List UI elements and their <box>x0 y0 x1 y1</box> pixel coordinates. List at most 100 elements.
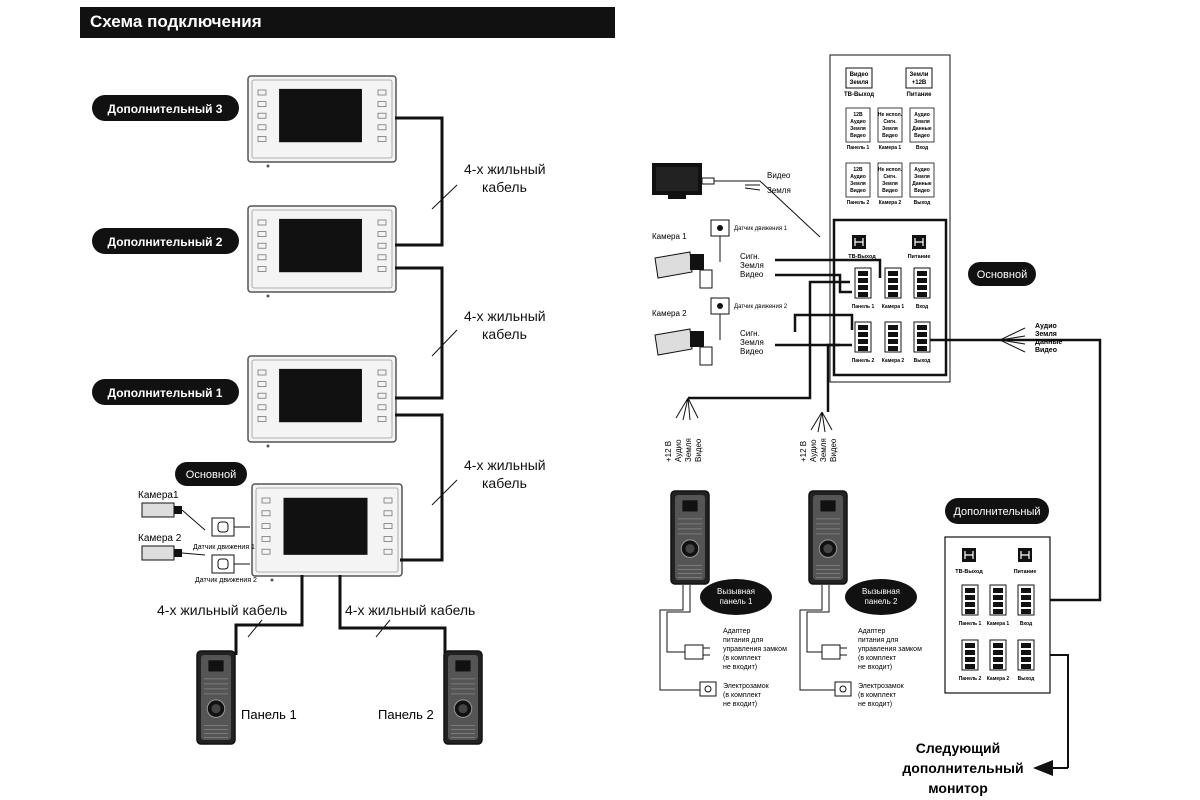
svg-text:Камера 2: Камера 2 <box>138 533 182 544</box>
svg-text:Панель 2: Панель 2 <box>847 200 870 206</box>
additional-monitor-3 <box>247 75 397 168</box>
svg-text:Панель 1: Панель 1 <box>959 621 982 627</box>
svg-text:Видео: Видео <box>740 347 764 356</box>
svg-text:Вход: Вход <box>916 304 929 310</box>
additional-monitor-1 <box>247 355 397 448</box>
svg-text:не входит): не входит) <box>858 701 892 708</box>
tv-monitor-icon: Видео Земля <box>652 163 821 238</box>
svg-text:Выход: Выход <box>914 200 932 206</box>
svg-text:Вызывная: Вызывная <box>717 587 755 596</box>
call-panel-2-label: Вызывная панель 2 <box>845 579 917 615</box>
svg-text:(в комплект: (в комплект <box>858 655 897 662</box>
svg-text:Вход: Вход <box>916 145 929 151</box>
svg-text:Земля: Земля <box>882 126 898 132</box>
svg-text:Видео: Видео <box>850 133 866 139</box>
link-wire-labels: Аудио Земля Данные Видео <box>1035 323 1062 354</box>
svg-text:Панель 1: Панель 1 <box>852 304 875 310</box>
monitor-label-1: Дополнительный 1 <box>92 379 239 405</box>
adapter-1-icon <box>684 644 710 660</box>
svg-text:Дополнительный 3: Дополнительный 3 <box>108 102 223 116</box>
cable-label-3a: 4-х жильный <box>464 457 546 473</box>
svg-text:Камера 1: Камера 1 <box>987 621 1010 627</box>
left-camera-1: Камера1 <box>138 490 206 531</box>
svg-text:Аудио: Аудио <box>914 167 930 173</box>
svg-text:панель 2: панель 2 <box>865 597 898 606</box>
svg-text:Выход: Выход <box>1018 676 1036 682</box>
svg-text:не входит): не входит) <box>723 664 757 671</box>
panel2-wire-labels: +12 В Аудио Земля Видео <box>799 438 838 462</box>
svg-text:+12 В: +12 В <box>664 441 673 462</box>
svg-text:Данные: Данные <box>1035 339 1062 346</box>
svg-text:12В: 12В <box>853 167 863 173</box>
adapter-2-icon <box>821 644 847 660</box>
svg-text:Датчик движения 2: Датчик движения 2 <box>195 577 257 584</box>
lock-1-text: Электрозамок (в комплект не входит) <box>723 683 770 708</box>
cable-label-1b: кабель <box>482 179 527 195</box>
svg-text:Видео: Видео <box>829 438 838 462</box>
svg-text:Камера 2: Камера 2 <box>652 309 687 318</box>
main-monitor-label: Основной <box>175 462 247 486</box>
call-panel-2 <box>808 490 848 585</box>
svg-text:Вход: Вход <box>1020 621 1033 627</box>
svg-text:Основной: Основной <box>977 269 1027 281</box>
panel1-wire-labels: +12 В Аудио Земля Видео <box>664 438 703 462</box>
svg-text:панель 1: панель 1 <box>720 597 753 606</box>
left-camera-2: Камера 2 <box>138 533 206 561</box>
left-motion-sensor-1: Датчик движения 1 <box>193 517 255 551</box>
svg-text:Выход: Выход <box>914 358 932 364</box>
svg-text:ТВ-Выход: ТВ-Выход <box>848 254 876 260</box>
svg-text:управления замком: управления замком <box>858 646 922 653</box>
svg-text:Видео: Видео <box>914 188 930 194</box>
svg-text:Электрозамок: Электрозамок <box>723 683 770 690</box>
svg-text:Земля: Земля <box>740 338 764 347</box>
lock-2-icon <box>834 681 852 697</box>
svg-text:Видео: Видео <box>1035 347 1057 354</box>
additional-monitor-2 <box>247 205 397 298</box>
svg-text:Земля: Земля <box>850 181 866 187</box>
cable-label-panel1: 4-х жильный кабель <box>157 602 287 618</box>
svg-text:Данные: Данные <box>912 181 932 187</box>
svg-text:Питание: Питание <box>908 254 931 260</box>
svg-text:Камера 1: Камера 1 <box>652 232 687 241</box>
svg-text:Камера 2: Камера 2 <box>987 676 1010 682</box>
cable-label-panel2: 4-х жильный кабель <box>345 602 475 618</box>
svg-text:Видео: Видео <box>850 188 866 194</box>
svg-text:Земля: Земля <box>1035 331 1057 338</box>
monitor-label-2: Дополнительный 2 <box>92 228 239 254</box>
svg-text:Питание: Питание <box>907 92 933 98</box>
left-panel-2 <box>443 650 483 745</box>
svg-text:Земля: Земля <box>850 126 866 132</box>
monitor-label-3: Дополнительный 3 <box>92 95 239 121</box>
svg-text:Сигн.: Сигн. <box>740 329 760 338</box>
svg-text:Аудио: Аудио <box>850 174 866 180</box>
svg-text:12В: 12В <box>853 112 863 118</box>
svg-text:Не испол.: Не испол. <box>878 112 903 118</box>
right-camera-1: Камера 1 Датчик движения 1 Сигн. Земля В… <box>652 219 788 289</box>
svg-text:Датчик движения 2: Датчик движения 2 <box>734 304 788 310</box>
svg-text:Земля: Земля <box>914 119 930 125</box>
svg-text:питания для: питания для <box>723 637 763 644</box>
svg-text:Данные: Данные <box>912 126 932 132</box>
svg-text:Датчик движения 1: Датчик движения 1 <box>193 544 255 551</box>
call-panel-1-label: Вызывная панель 1 <box>700 579 772 615</box>
left-motion-sensor-2: Датчик движения 2 <box>195 554 257 584</box>
svg-text:дополнительный: дополнительный <box>902 760 1023 776</box>
svg-text:Видео: Видео <box>882 188 898 194</box>
svg-text:Сигн.: Сигн. <box>883 119 897 125</box>
svg-text:Основной: Основной <box>186 469 236 481</box>
additional-label: Дополнительный <box>945 498 1049 524</box>
svg-text:Адаптер: Адаптер <box>723 628 750 635</box>
svg-text:Не испол.: Не испол. <box>878 167 903 173</box>
svg-text:питания для: питания для <box>858 637 898 644</box>
svg-text:Видео: Видео <box>914 133 930 139</box>
svg-text:+12 В: +12 В <box>799 441 808 462</box>
svg-text:управления замком: управления замком <box>723 646 787 653</box>
left-panel-1-label: Панель 1 <box>241 707 297 722</box>
next-monitor-label: Следующий дополнительный монитор <box>902 740 1023 796</box>
